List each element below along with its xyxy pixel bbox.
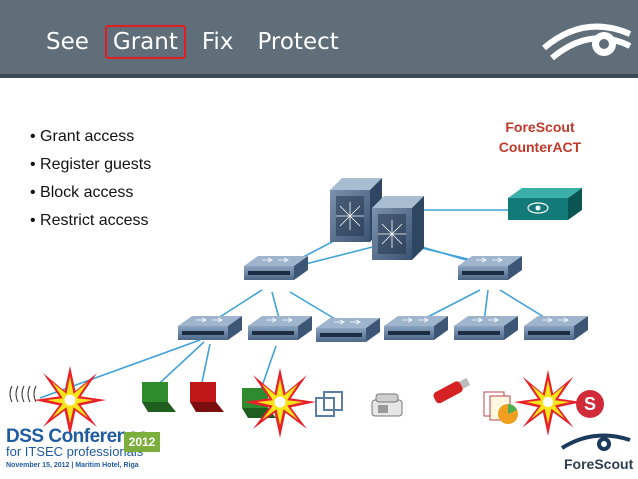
wireless-icon xyxy=(9,385,37,403)
document-icon xyxy=(483,391,518,424)
conference-title: DSS Conference xyxy=(6,426,148,447)
usb-stick-icon xyxy=(433,377,471,404)
laptop-icon xyxy=(142,382,176,412)
switch-icon xyxy=(383,315,449,341)
conference-logo: DSS Conference for ITSEC professionals 2… xyxy=(6,426,160,476)
header-divider xyxy=(0,74,638,78)
feature-item-register: Register guests xyxy=(30,156,151,184)
feature-item-block: Block access xyxy=(30,184,151,212)
forescout-footer-logo: ForeScout xyxy=(558,426,634,474)
nav-item-protect[interactable]: Protect xyxy=(257,29,339,55)
feature-item-restrict: Restrict access xyxy=(30,212,151,240)
product-label-line2: CounterACT xyxy=(498,139,582,155)
switch-icon xyxy=(243,255,309,281)
brand-name: ForeScout xyxy=(564,456,634,472)
network-diagram: S xyxy=(9,177,604,438)
switch-icon xyxy=(453,315,519,341)
core-switch-icon xyxy=(371,195,425,261)
forescout-eye-icon xyxy=(560,433,631,451)
feature-list: Grant access Register guests Block acces… xyxy=(30,128,151,240)
conference-year-badge: 2012 xyxy=(124,432,160,452)
switch-icon xyxy=(523,315,589,341)
appliance-icon xyxy=(508,188,582,220)
skype-icon: S xyxy=(576,390,604,418)
laptop-icon xyxy=(190,382,224,412)
switch-icon xyxy=(247,315,313,341)
product-label-line1: ForeScout xyxy=(505,119,575,135)
nav-item-see[interactable]: See xyxy=(46,29,89,55)
product-label: ForeScout CounterACT xyxy=(490,117,590,157)
virtual-machine-icon xyxy=(315,391,343,417)
network-links xyxy=(39,209,553,399)
conference-subtitle: for ITSEC professionals xyxy=(6,444,144,459)
switch-icon xyxy=(315,317,381,343)
feature-item-grant: Grant access xyxy=(30,128,151,156)
step-nav: See Grant Fix Protect xyxy=(38,24,347,60)
switch-icon xyxy=(177,315,243,341)
conference-date: November 15, 2012 | Maritim Hotel, Riga xyxy=(6,462,139,469)
nav-item-fix[interactable]: Fix xyxy=(201,29,234,55)
nav-item-grant[interactable]: Grant xyxy=(104,25,186,59)
svg-text:S: S xyxy=(584,394,596,414)
forescout-eye-icon xyxy=(542,23,632,61)
phone-icon xyxy=(371,393,403,417)
switch-icon xyxy=(457,255,523,281)
blocked-burst-icon xyxy=(244,367,316,438)
